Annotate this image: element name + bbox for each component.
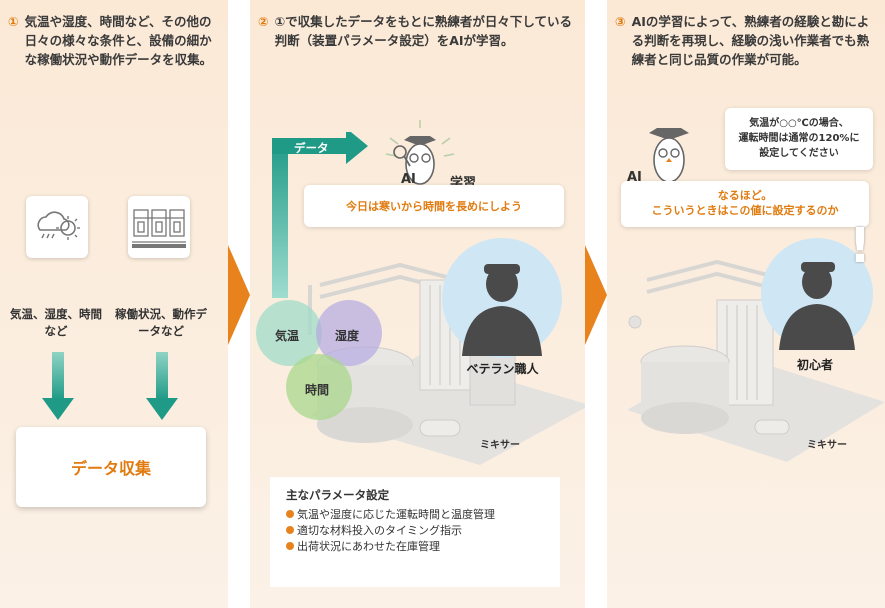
beginner-avatar [761,238,873,350]
parameter-item: 気温や湿度に応じた運転時間と温度管理 [286,507,544,523]
owl-ai-icon [649,128,689,183]
weather-data-label: 気温、湿度、時間など [10,307,102,338]
parameter-settings-box: 主なパラメータ設定 気温や湿度に応じた運転時間と温度管理 適切な材料投入のタイミ… [270,477,560,587]
humidity-label: 湿度 [335,329,360,343]
beginner-speech-line2: こういうときはこの値に設定するのか [651,204,839,217]
ai-speech-bubble: 気温が○○℃の場合、 運転時間は通常の120%に 設定してください [725,108,873,170]
ai-speech-line1: 気温が○○℃の場合、 [749,118,849,129]
step3-heading-text: AIの学習によって、熟練者の経験と勘による判断を再現し、経験の浅い作業者でも熟練… [631,14,870,67]
veteran-speech-bubble: 今日は寒いから時間を長めにしよう [304,185,564,227]
step1-number: ① [8,14,19,29]
bullet-icon [286,510,294,518]
step1-heading: ① 気温や湿度、時間など、その他の日々の様々な条件と、設備の細かな稼働状況や動作… [8,12,220,69]
machine-data-label: 稼働状況、動作データなど [115,307,207,338]
machine-icon-box [128,196,190,258]
step3-panel: ③ AIの学習によって、熟練者の経験と勘による判断を再現し、経験の浅い作業者でも… [607,0,885,608]
veteran-label: ベテラン職人 [466,362,539,376]
parameter-item: 適切な材料投入のタイミング指示 [286,523,544,539]
veteran-avatar [442,238,562,358]
bullet-icon [286,526,294,534]
time-label: 時間 [305,383,330,397]
beginner-label: 初心者 [796,358,833,372]
veteran-speech-text: 今日は寒いから時間を長めにしよう [346,199,522,213]
temperature-label: 気温 [275,329,300,343]
beginner-speech-line1: なるほど。 [717,189,773,202]
time-circle [286,354,352,420]
ai-speech-line2: 運転時間は通常の120%に [738,133,860,144]
data-arrow-label: データ [294,141,329,155]
step2-panel: ② ①で収集したデータをもとに熟練者が日々下している判断（装置パラメータ設定）を… [250,0,585,608]
ai-speech-line3: 設定してください [759,148,839,159]
mixer-label: ミキサー [480,440,520,451]
exclamation-icon: ! [849,218,871,274]
flow-arrow-1 [228,245,250,345]
step2-number: ② [258,14,269,29]
weather-icon-box [26,196,88,258]
step3-number: ③ [615,14,626,29]
factory-machine-icon [132,209,186,248]
data-collection-box: データ収集 [16,427,206,507]
step1-panel: ① 気温や湿度、時間など、その他の日々の様々な条件と、設備の細かな稼働状況や動作… [0,0,228,608]
bullet-icon [286,542,294,550]
weather-icon [37,211,80,240]
mixer-machine-illustration [627,259,885,462]
step1-heading-text: 気温や湿度、時間など、その他の日々の様々な条件と、設備の細かな稼働状況や動作デー… [24,14,213,67]
data-flow-arrow [272,132,368,298]
beginner-speech-bubble: なるほど。 こういうときはこの値に設定するのか [621,181,869,227]
step3-heading: ③ AIの学習によって、熟練者の経験と勘による判断を再現し、経験の浅い作業者でも… [615,12,877,69]
parameter-settings-title: 主なパラメータ設定 [286,488,390,502]
flow-arrow-2 [585,245,607,345]
step2-heading-text: ①で収集したデータをもとに熟練者が日々下している判断（装置パラメータ設定）をAI… [274,14,573,48]
owl-ai-icon [385,120,455,185]
mixer-label: ミキサー [807,440,847,451]
down-arrow-left [42,352,74,420]
down-arrow-right [146,352,178,420]
step2-heading: ② ①で収集したデータをもとに熟練者が日々下している判断（装置パラメータ設定）を… [258,12,577,50]
parameter-item: 出荷状況にあわせた在庫管理 [286,539,544,555]
ai-label: AI [401,172,416,187]
